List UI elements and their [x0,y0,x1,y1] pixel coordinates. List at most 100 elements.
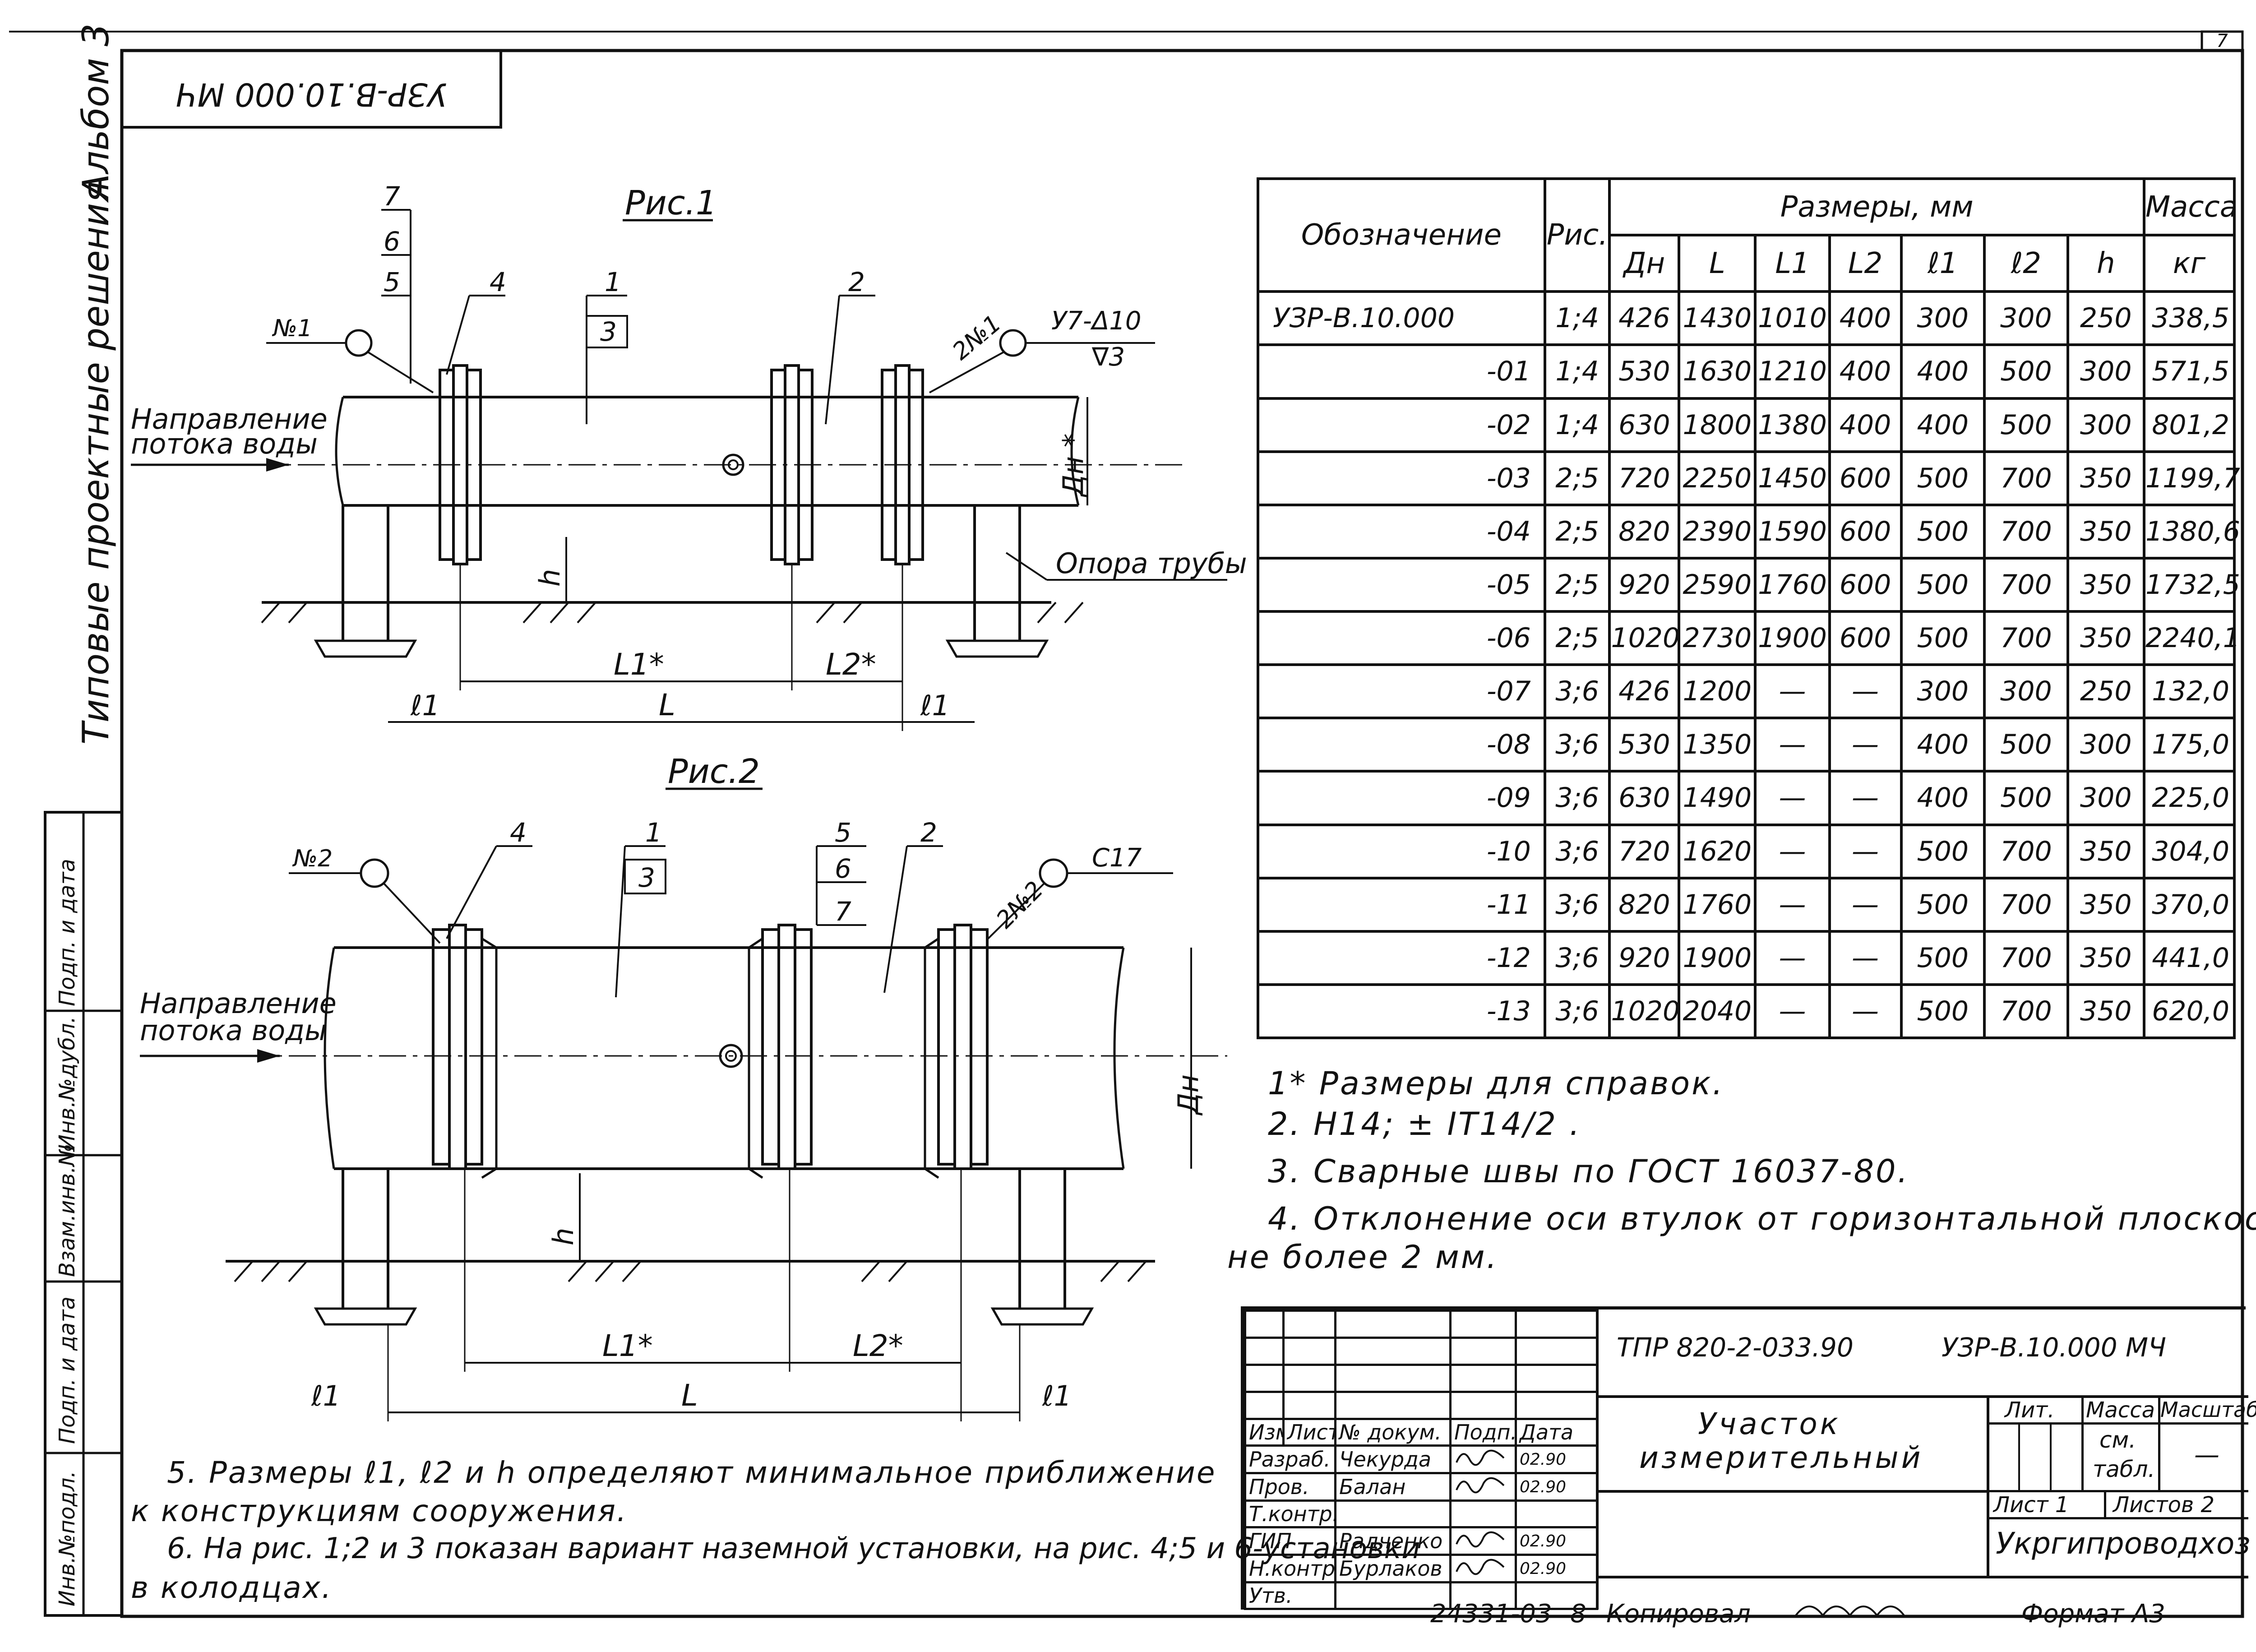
fig1-support-label: Опора трубы [1056,547,1247,580]
mass-value-2: табл. [2093,1456,2155,1482]
spec-cell-m: 1732,5 [2142,556,2240,613]
fig1-callout-6: 6 [384,226,400,257]
fig2-callout-6: 6 [835,853,851,884]
spec-cell-fig: 3;6 [1543,823,1611,879]
fig2-callout-7: 7 [835,896,851,927]
spec-cell-m: 441,0 [2142,930,2236,986]
spec-cell-dn: 720 [1608,823,1681,879]
hdr-dn: Дн [1608,234,1681,293]
title-block-signatures: Изм. Лист № докум. Подп. Дата Разраб.Чек… [1244,1310,1598,1610]
fig1-dim-l2: L2* [826,647,876,682]
spec-cell-fig: 3;6 [1543,930,1611,986]
signature-name [1334,1581,1452,1610]
fig2-callout-5: 5 [835,817,851,848]
fig1-callout-3: 3 [600,316,617,347]
signature-date: 02.90 [1515,1472,1598,1502]
fig1-dim-l: L [659,688,675,722]
fig2-dim-e1b: ℓ1 [1042,1379,1072,1412]
spec-cell-e1: 500 [1900,823,1986,879]
spec-cell-L: 1900 [1678,930,1757,986]
spec-table: Обозначение Рис. Размеры, мм Масса Дн L … [1257,177,2240,1040]
spec-cell-h: 350 [2066,610,2145,666]
spec-cell-dn: 1020 [1608,983,1681,1040]
spec-cell-h: 350 [2066,450,2145,506]
signature-name: Бурлаков [1334,1554,1452,1583]
spec-cell-h: 350 [2066,503,2145,560]
spec-cell-e1: 300 [1900,663,1986,720]
fig1-dim-e1b: ℓ1 [920,689,950,722]
scale-label: Масштаб [2160,1397,2256,1422]
spec-cell-L1: 1450 [1754,450,1831,506]
spec-cell-d: -11 [1257,876,1546,933]
spec-cell-L: 1620 [1678,823,1757,879]
spec-cell-L2: 400 [1828,290,1903,347]
spec-cell-e2: 700 [1983,823,2069,879]
fig2-flow-label-2: потока воды [140,1014,327,1047]
series-label: Типовые проектные решения [75,181,117,745]
fig2-weld: С17 [1092,843,1142,873]
fig2-title: Рис.2 [668,752,760,791]
spec-cell-L1: — [1754,663,1831,720]
side-stamp-col-3: Взам.инв.№ [55,1144,80,1277]
fig1-title: Рис.1 [625,184,717,222]
hdr-e2: ℓ2 [1983,234,2069,293]
spec-cell-e1: 400 [1900,770,1986,826]
spec-cell-L1: — [1754,983,1831,1040]
spec-cell-L1: 1900 [1754,610,1831,666]
signature-date [1515,1499,1598,1528]
spec-cell-L2: — [1828,770,1903,826]
fig2-callout-2: 2 [920,817,937,848]
spec-cell-dn: 426 [1608,290,1681,347]
spec-cell-dn: 426 [1608,663,1681,720]
mass-label: Масса [2086,1397,2155,1423]
note-4a: 4. Отклонение оси втулок от горизонтальн… [1268,1200,2256,1237]
spec-cell-L2: — [1828,663,1903,720]
spec-cell-fig: 3;6 [1543,876,1611,933]
spec-cell-dn: 1020 [1608,610,1681,666]
signature-mark [1449,1499,1517,1528]
spec-cell-d: -03 [1257,450,1546,506]
spec-cell-h: 250 [2066,663,2145,720]
hdr-e1: ℓ1 [1900,234,1986,293]
spec-cell-h: 300 [2066,717,2145,773]
spec-cell-e1: 500 [1900,876,1986,933]
spec-cell-L1: 1380 [1754,397,1831,453]
fig2-dim-l: L [681,1378,698,1413]
spec-cell-e2: 300 [1983,290,2069,347]
spec-cell-L: 1630 [1678,343,1757,400]
spec-cell-dn: 920 [1608,930,1681,986]
spec-cell-h: 300 [2066,343,2145,400]
fig2-point2: 2№2 [991,876,1049,934]
spec-cell-L2: 600 [1828,503,1903,560]
title-line-2: измерительный [1639,1440,1923,1475]
col-hdr-sign: Подп. [1449,1418,1517,1447]
hdr-h: h [2066,234,2145,293]
signature-role: Н.контр. [1244,1554,1336,1583]
signature-name [1334,1499,1452,1528]
hdr-l: L [1678,234,1757,293]
fig1-callout-4: 4 [490,267,506,297]
note-6a: 6. На рис. 1;2 и 3 показан вариант назем… [167,1532,1420,1565]
spec-cell-L2: — [1828,983,1903,1040]
spec-cell-e2: 700 [1983,450,2069,506]
spec-cell-d: -13 [1257,983,1546,1040]
spec-cell-dn: 720 [1608,450,1681,506]
spec-cell-e1: 300 [1900,290,1986,347]
spec-cell-h: 250 [2066,290,2145,347]
spec-cell-L2: — [1828,876,1903,933]
spec-cell-dn: 530 [1608,343,1681,400]
spec-cell-e1: 500 [1900,983,1986,1040]
sheet-number-box [2201,30,2244,52]
spec-cell-e2: 700 [1983,610,2069,666]
fig1-weld: У7-Δ10 [1051,306,1142,336]
spec-cell-L1: — [1754,876,1831,933]
signature-date: 02.90 [1515,1526,1598,1556]
fig2-callout-1: 1 [645,817,662,848]
